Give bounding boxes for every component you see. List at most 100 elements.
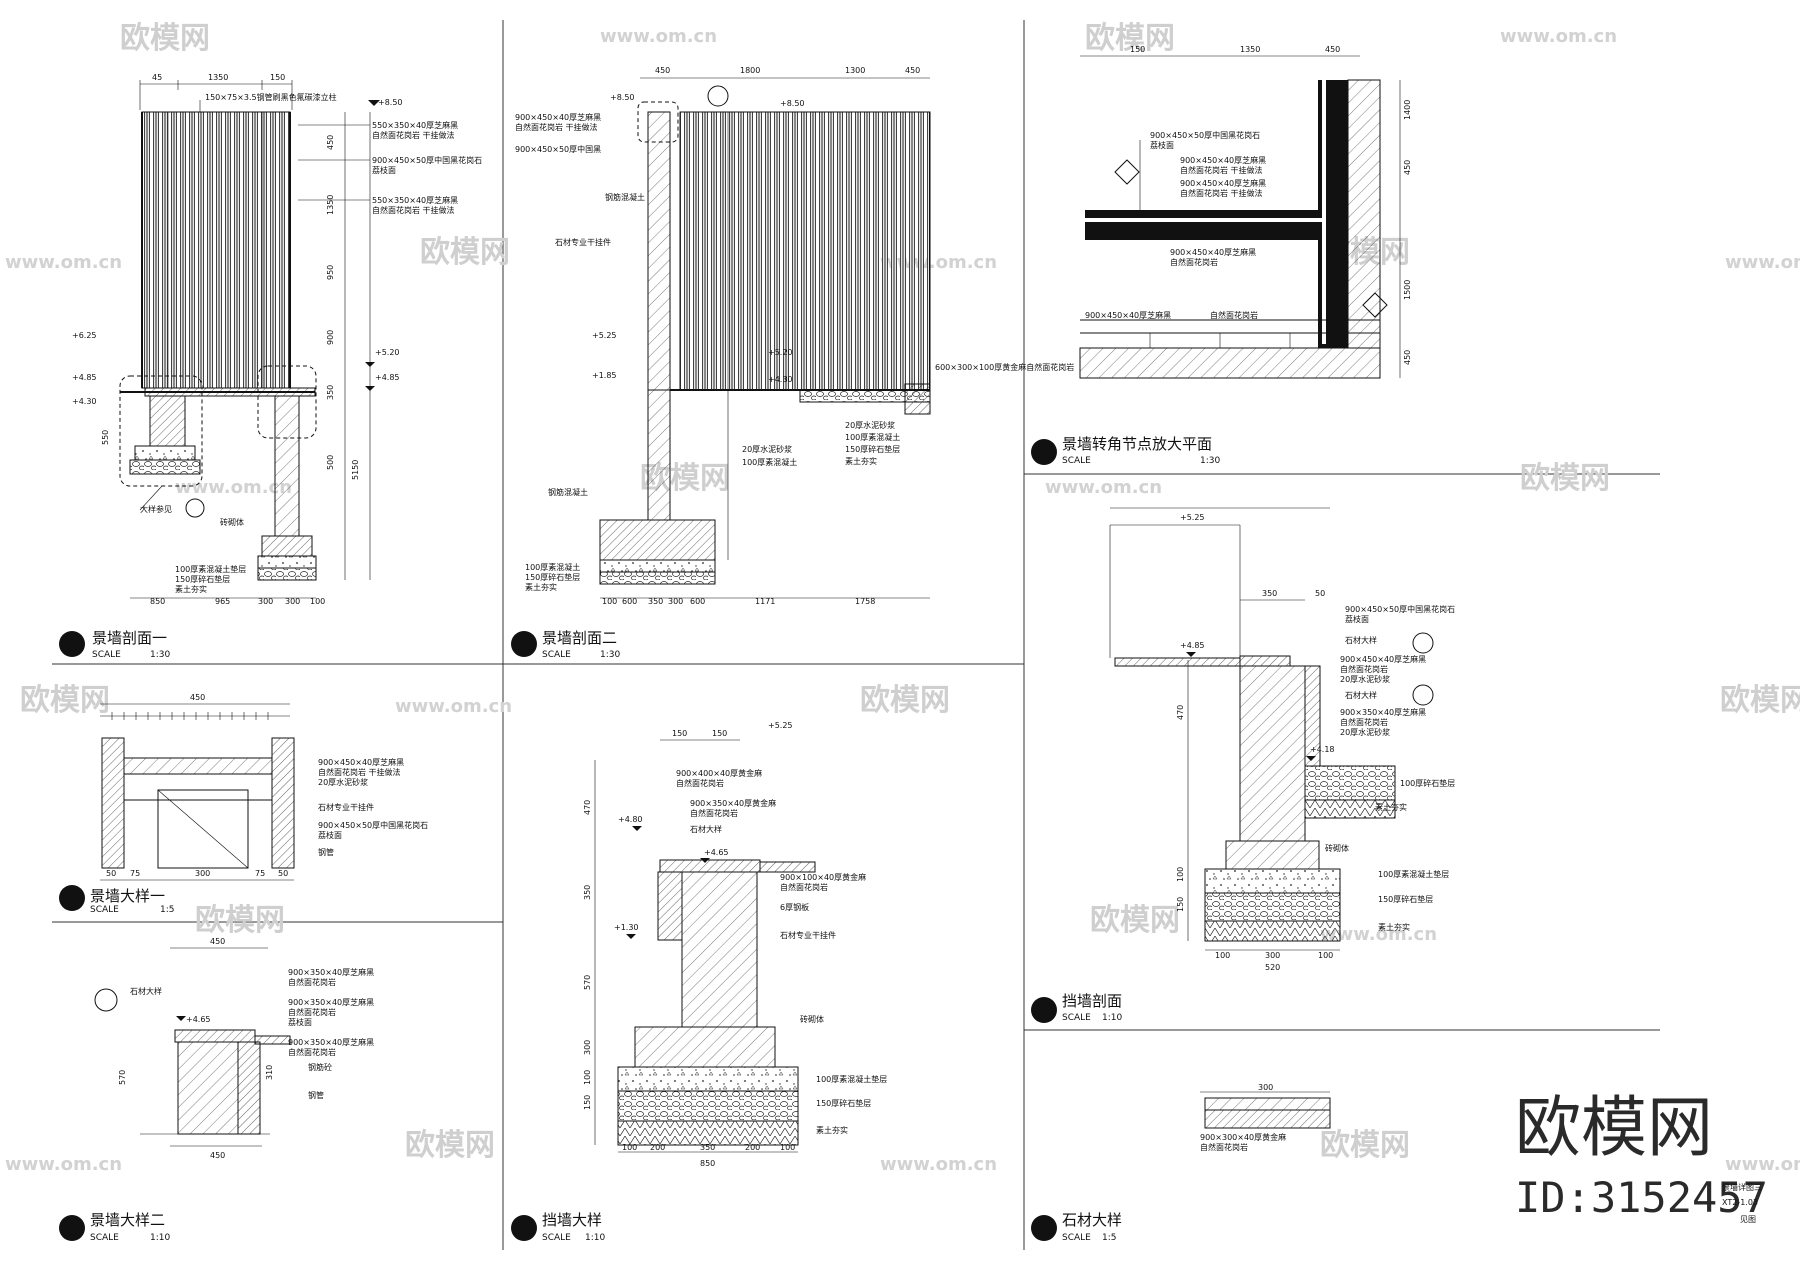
drawing-label: 钢筋混凝土 [605,192,645,202]
drawing-label: +8.50 [780,99,805,108]
drawing-stroke [271,737,295,869]
watermark-brand: 欧模网 [1085,21,1175,56]
drawing-label: +4.65 [704,848,729,857]
drawing-label: 自然面花岗岩 [1170,257,1218,267]
drawing-stroke [1412,684,1434,706]
drawing-label: 1350 [326,195,335,215]
watermark-brand: 欧模网 [1320,1128,1410,1163]
drawing-stroke [904,383,931,415]
drawing-label: 自然面花岗岩 [1200,1142,1248,1152]
drawing-stroke [1085,210,1348,240]
brand-block: 欧模网 ID:3152457 景墙详图三 XT2-1.03 见图 [1515,1089,1768,1224]
drawing-label: 900×300×40厚黄金麻 [1200,1132,1286,1142]
drawing-label: 自然面花岗岩 [780,882,828,892]
drawing-stroke [599,519,716,561]
drawing-stroke [1304,799,1396,819]
watermark-brand: 欧模网 [1090,903,1180,938]
drawing-label: 900×450×40厚芝麻黑 [318,757,404,767]
drawing-stroke [707,85,729,107]
drawing-label: 荔枝面 [288,1017,312,1027]
drawing-label: 20厚水泥砂浆 [742,444,792,454]
drawing-stroke [634,1026,776,1068]
drawing-stroke [681,871,758,1028]
drawing-label: SCALE [1062,1013,1091,1023]
drawing-stroke [647,389,671,521]
drawing-label: 150 [1130,45,1145,54]
drawing-stroke [129,459,201,475]
drawing-label: 150 [583,1095,592,1110]
drawing-stroke [1031,997,1057,1023]
drawing-label: XT2-1.03 [1722,1198,1758,1207]
drawing-stroke [1412,632,1434,654]
drawing-label: 素土夯实 [845,456,877,466]
drawing-label: 石材大样 [1345,635,1377,645]
drawing-stroke [94,988,118,1012]
drawing-label: 200 [650,1143,665,1152]
drawing-label: 450 [1325,45,1340,54]
drawing-stroke [101,737,125,869]
panel-corner-plan: 150 1350 450 1400 450 1500 450 900×450×5… [1031,45,1412,466]
watermark-url: www.om.cn [1500,26,1617,47]
drawing-label: 100 [1318,951,1333,960]
drawing-label: 900×450×50厚中国黑花岗石 [1150,130,1260,140]
drawing-label: 300 [1265,951,1280,960]
drawing-label: 自然面花岗岩 [676,778,724,788]
drawing-stroke [59,1215,85,1241]
panel-stone-detail: 300 900×300×40厚黄金麻 自然面花岗岩 石材大样 SCALE 1:5 [1031,1083,1331,1243]
drawing-label: 850 [150,597,165,606]
watermark-url: www.om.cn [600,26,717,47]
drawing-label: +4.85 [1180,641,1205,650]
drawing-label: +4.18 [1310,745,1335,754]
drawing-label: 100 [1215,951,1230,960]
drawing-label: SCALE [90,905,119,915]
watermark-brand: 欧模网 [405,1128,495,1163]
drawing-stroke [626,934,636,939]
drawing-label: 100 [602,597,617,606]
drawing-label: 950 [326,265,335,280]
drawing-label: 150厚碎石垫层 [175,574,230,584]
brand-id: ID:3152457 [1515,1173,1768,1222]
drawing-label: 900×450×40厚芝麻黑 [1180,178,1266,188]
drawing-stroke [632,826,642,831]
drawing-label: 素土夯实 [175,584,207,594]
drawing-label: 600×300×100厚黄金麻自然面花岗岩 [935,362,1074,372]
panel-retaining-section: +5.25 +4.85 +4.18 470 100 150 350 50 900… [1031,507,1455,1023]
drawing-label: 1350 [208,73,228,82]
drawing-stroke [176,1016,186,1021]
panel-title: 景墙剖面二 [542,629,617,647]
drawing-label: 素土夯实 [1378,922,1410,932]
watermark-url: www.om.cn [5,252,122,273]
drawing-label: 自然面花岗岩 [690,808,738,818]
drawing-label: 470 [1176,705,1185,720]
drawing-label: +1.30 [614,923,639,932]
drawing-stroke [1031,1215,1057,1241]
drawing-label: 石材专业干挂件 [780,930,836,940]
drawing-label: 砖砌体 [1325,843,1349,853]
drawing-label: 20厚水泥砂浆 [845,420,895,430]
drawing-stroke [1322,80,1326,344]
drawing-label: 900×350×40厚芝麻黑 [288,967,374,977]
drawing-label: 300 [258,597,273,606]
drawing-label: 520 [1265,963,1280,972]
drawing-label: SCALE [1062,456,1091,466]
drawing-label: 900×450×50厚中国黑花岗石 [372,155,482,165]
drawing-stroke [1304,765,1396,801]
drawing-label: 900×450×40厚芝麻黑 [1085,310,1171,320]
drawing-label: 300 [195,869,210,878]
drawing-label: 1800 [740,66,760,75]
drawing-label: 450 [190,693,205,702]
watermark-brand: 欧模网 [120,21,210,56]
drawing-label: 1:30 [600,650,620,660]
drawing-stroke [511,631,537,657]
drawing-label: 300 [285,597,300,606]
drawing-label: 900×450×50厚中国黑 [515,144,601,154]
drawing-label: 100厚素混凝土垫层 [175,564,246,574]
drawing-label: 自然面花岗岩 [288,977,336,987]
drawing-label: 100厚素混凝土 [525,562,580,572]
drawing-label: +8.50 [610,93,635,102]
drawing-label: 350 [583,885,592,900]
watermark-brand: 欧模网 [420,235,510,270]
drawing-label: 900×350×40厚芝麻黑 [288,997,374,1007]
drawing-label: 450 [326,135,335,150]
drawing-label: 石材大样 [130,986,162,996]
